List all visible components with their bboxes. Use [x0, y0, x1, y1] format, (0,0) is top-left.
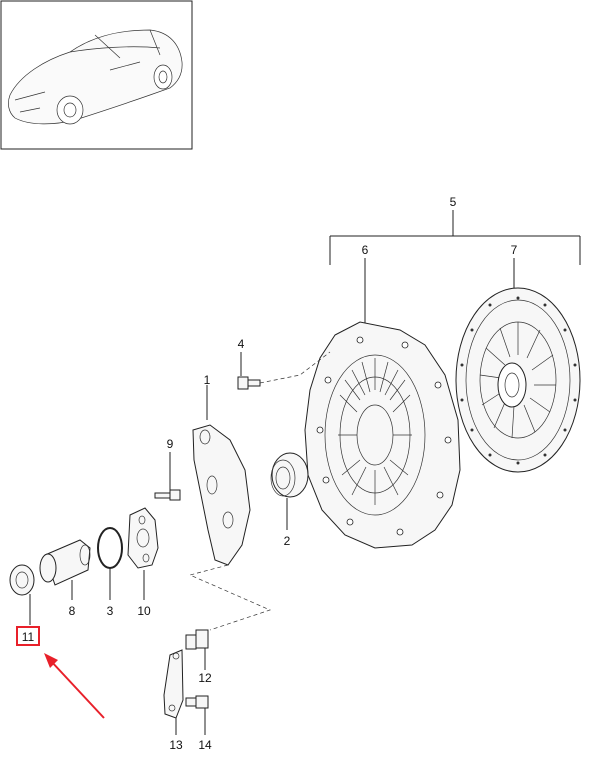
arrow-icon	[44, 653, 105, 719]
callout-14: 14	[198, 738, 212, 752]
callout-10: 10	[137, 604, 151, 618]
callout-11: 11	[22, 630, 35, 644]
bolt-14	[185, 695, 209, 735]
callout-12: 12	[198, 671, 212, 685]
callout-8: 8	[69, 604, 76, 618]
bolt-12	[185, 629, 209, 670]
vehicle-thumbnail	[0, 0, 193, 150]
callout-5: 5	[450, 195, 457, 209]
callout-3: 3	[107, 604, 114, 618]
callout-2: 2	[284, 534, 291, 548]
callout-7: 7	[511, 243, 518, 257]
assembly-lines	[188, 564, 271, 631]
release-fork	[192, 385, 251, 566]
bracket-5	[329, 210, 581, 325]
clutch-disc	[455, 287, 581, 473]
callout-13: 13	[169, 738, 183, 752]
bracket-13	[163, 649, 184, 735]
callout-4: 4	[238, 337, 245, 351]
release-bearing	[270, 452, 309, 530]
pressure-plate	[304, 321, 461, 549]
guide-tube-8	[39, 539, 91, 600]
flange-10	[127, 507, 159, 600]
callout-1: 1	[204, 373, 211, 387]
highlighted-callout-11[interactable]: 11	[16, 626, 40, 646]
o-ring-3	[97, 527, 123, 600]
callout-9: 9	[167, 437, 174, 451]
bolt-9	[154, 452, 181, 501]
car-icon	[8, 29, 183, 125]
bolt-4	[237, 351, 331, 390]
callout-6: 6	[362, 243, 369, 257]
seal-11	[9, 564, 35, 625]
